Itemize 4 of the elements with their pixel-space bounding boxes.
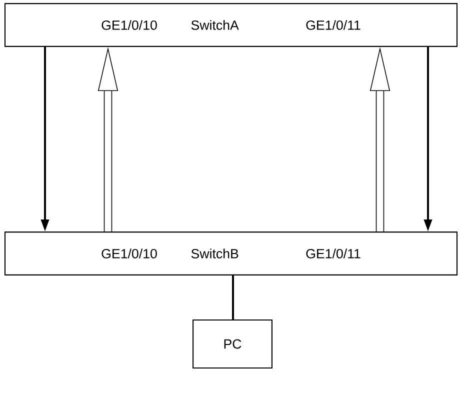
- switch-box: GE1/0/10 SwitchB GE1/0/11: [4, 232, 458, 276]
- device-box: PC: [192, 319, 272, 369]
- connector-line: [232, 276, 234, 320]
- switch-box: GE1/0/10 SwitchA GE1/0/11: [4, 3, 458, 47]
